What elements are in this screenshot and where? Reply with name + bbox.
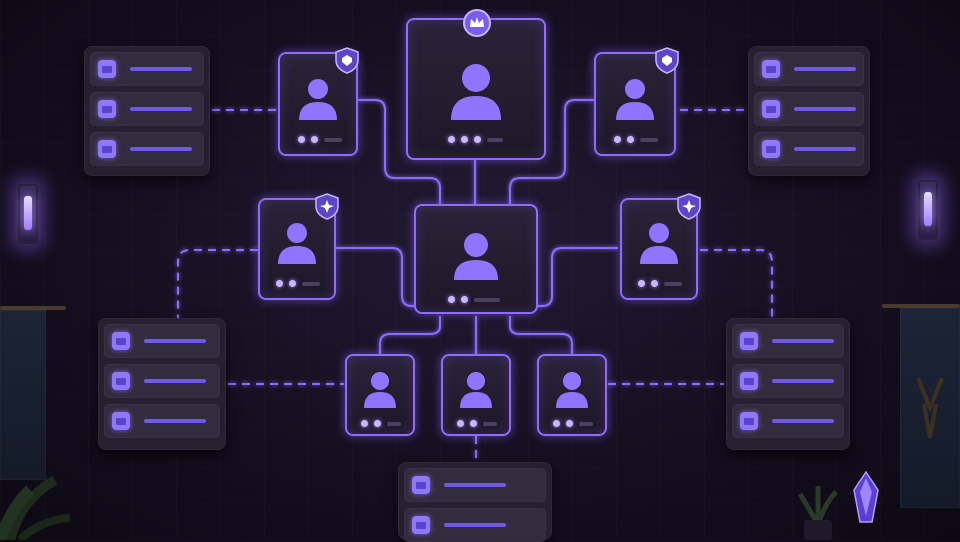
list-panel-top-left	[84, 46, 210, 176]
banner-rod-right	[882, 304, 960, 308]
plant-left-icon	[0, 475, 71, 540]
org-card-center[interactable]	[414, 204, 538, 314]
list-item[interactable]	[754, 92, 864, 126]
chat-icon	[98, 60, 116, 78]
link-panel-middle-left	[177, 249, 258, 318]
link-left-upper-to-center	[358, 99, 441, 206]
list-item-bar	[772, 419, 834, 423]
chat-icon	[762, 60, 780, 78]
list-item-bar	[794, 147, 856, 151]
list-item-bar	[772, 379, 834, 383]
list-item-bar	[130, 147, 192, 151]
chat-icon	[762, 140, 780, 158]
avatar-icon	[614, 76, 656, 122]
org-card-bottom-center[interactable]	[441, 354, 511, 436]
avatar-icon	[638, 220, 680, 266]
list-item[interactable]	[104, 404, 220, 438]
list-item-bar	[444, 483, 506, 487]
status-dots	[553, 420, 593, 427]
list-item-bar	[144, 419, 206, 423]
chat-icon	[740, 372, 758, 390]
avatar-icon	[362, 370, 398, 410]
list-item[interactable]	[732, 404, 844, 438]
avatar-icon	[554, 370, 590, 410]
chat-icon	[98, 100, 116, 118]
shield-star-icon	[676, 192, 702, 220]
avatar-icon	[447, 60, 505, 122]
list-item-bar	[794, 107, 856, 111]
avatar-icon	[451, 230, 501, 282]
list-item[interactable]	[90, 92, 204, 126]
avatar-icon	[276, 220, 318, 266]
list-item[interactable]	[404, 468, 546, 502]
chat-icon	[112, 332, 130, 350]
status-dots	[457, 420, 497, 427]
chat-icon	[740, 412, 758, 430]
status-dots	[276, 280, 320, 287]
chat-icon	[98, 140, 116, 158]
list-item-bar	[794, 67, 856, 71]
chat-icon	[412, 516, 430, 534]
org-card-right-upper[interactable]	[594, 52, 676, 156]
list-item[interactable]	[90, 132, 204, 166]
chat-icon	[740, 332, 758, 350]
link-center-to-bottom-right	[509, 316, 573, 356]
list-item[interactable]	[104, 324, 220, 358]
list-item[interactable]	[732, 324, 844, 358]
chat-icon	[112, 412, 130, 430]
list-item[interactable]	[104, 364, 220, 398]
org-card-bottom-right[interactable]	[537, 354, 607, 436]
status-dots	[448, 136, 503, 143]
list-item-bar	[444, 523, 506, 527]
crystal-icon	[853, 470, 879, 523]
banner-left	[0, 310, 46, 480]
banner-rod-left	[0, 306, 66, 310]
shield-star-icon	[314, 192, 340, 220]
list-item[interactable]	[90, 52, 204, 86]
lantern-left	[18, 184, 38, 244]
list-item[interactable]	[754, 52, 864, 86]
shield-icon	[654, 46, 680, 74]
list-item[interactable]	[732, 364, 844, 398]
list-panel-middle-left	[98, 318, 226, 450]
org-card-leader[interactable]	[406, 18, 546, 160]
list-item-bar	[130, 107, 192, 111]
chat-icon	[112, 372, 130, 390]
status-dots	[614, 136, 658, 143]
list-item-bar	[144, 339, 206, 343]
list-item[interactable]	[754, 132, 864, 166]
avatar-icon	[297, 76, 339, 122]
list-item-bar	[144, 379, 206, 383]
list-item-bar	[772, 339, 834, 343]
list-panel-bottom	[398, 462, 552, 542]
link-left-middle-to-center	[336, 247, 416, 307]
org-card-bottom-left[interactable]	[345, 354, 415, 436]
list-panel-middle-right	[726, 318, 850, 450]
plant-right-icon	[797, 486, 838, 540]
chat-icon	[412, 476, 430, 494]
list-item-bar	[130, 67, 192, 71]
banner-right	[900, 308, 960, 508]
status-dots	[298, 136, 342, 143]
status-dots	[448, 296, 500, 303]
lantern-right	[918, 180, 938, 240]
status-dots	[361, 420, 401, 427]
shield-icon	[334, 46, 360, 74]
list-panel-top-right	[748, 46, 870, 176]
status-dots	[638, 280, 682, 287]
link-panel-middle-right	[700, 249, 773, 318]
avatar-icon	[458, 370, 494, 410]
link-center-to-bottom-left	[379, 316, 441, 356]
link-right-upper-to-center	[509, 99, 594, 206]
crown-icon	[462, 8, 492, 38]
banner-emblem-icon	[916, 377, 944, 439]
link-right-middle-to-center	[536, 247, 618, 307]
chat-icon	[762, 100, 780, 118]
list-item[interactable]	[404, 508, 546, 542]
